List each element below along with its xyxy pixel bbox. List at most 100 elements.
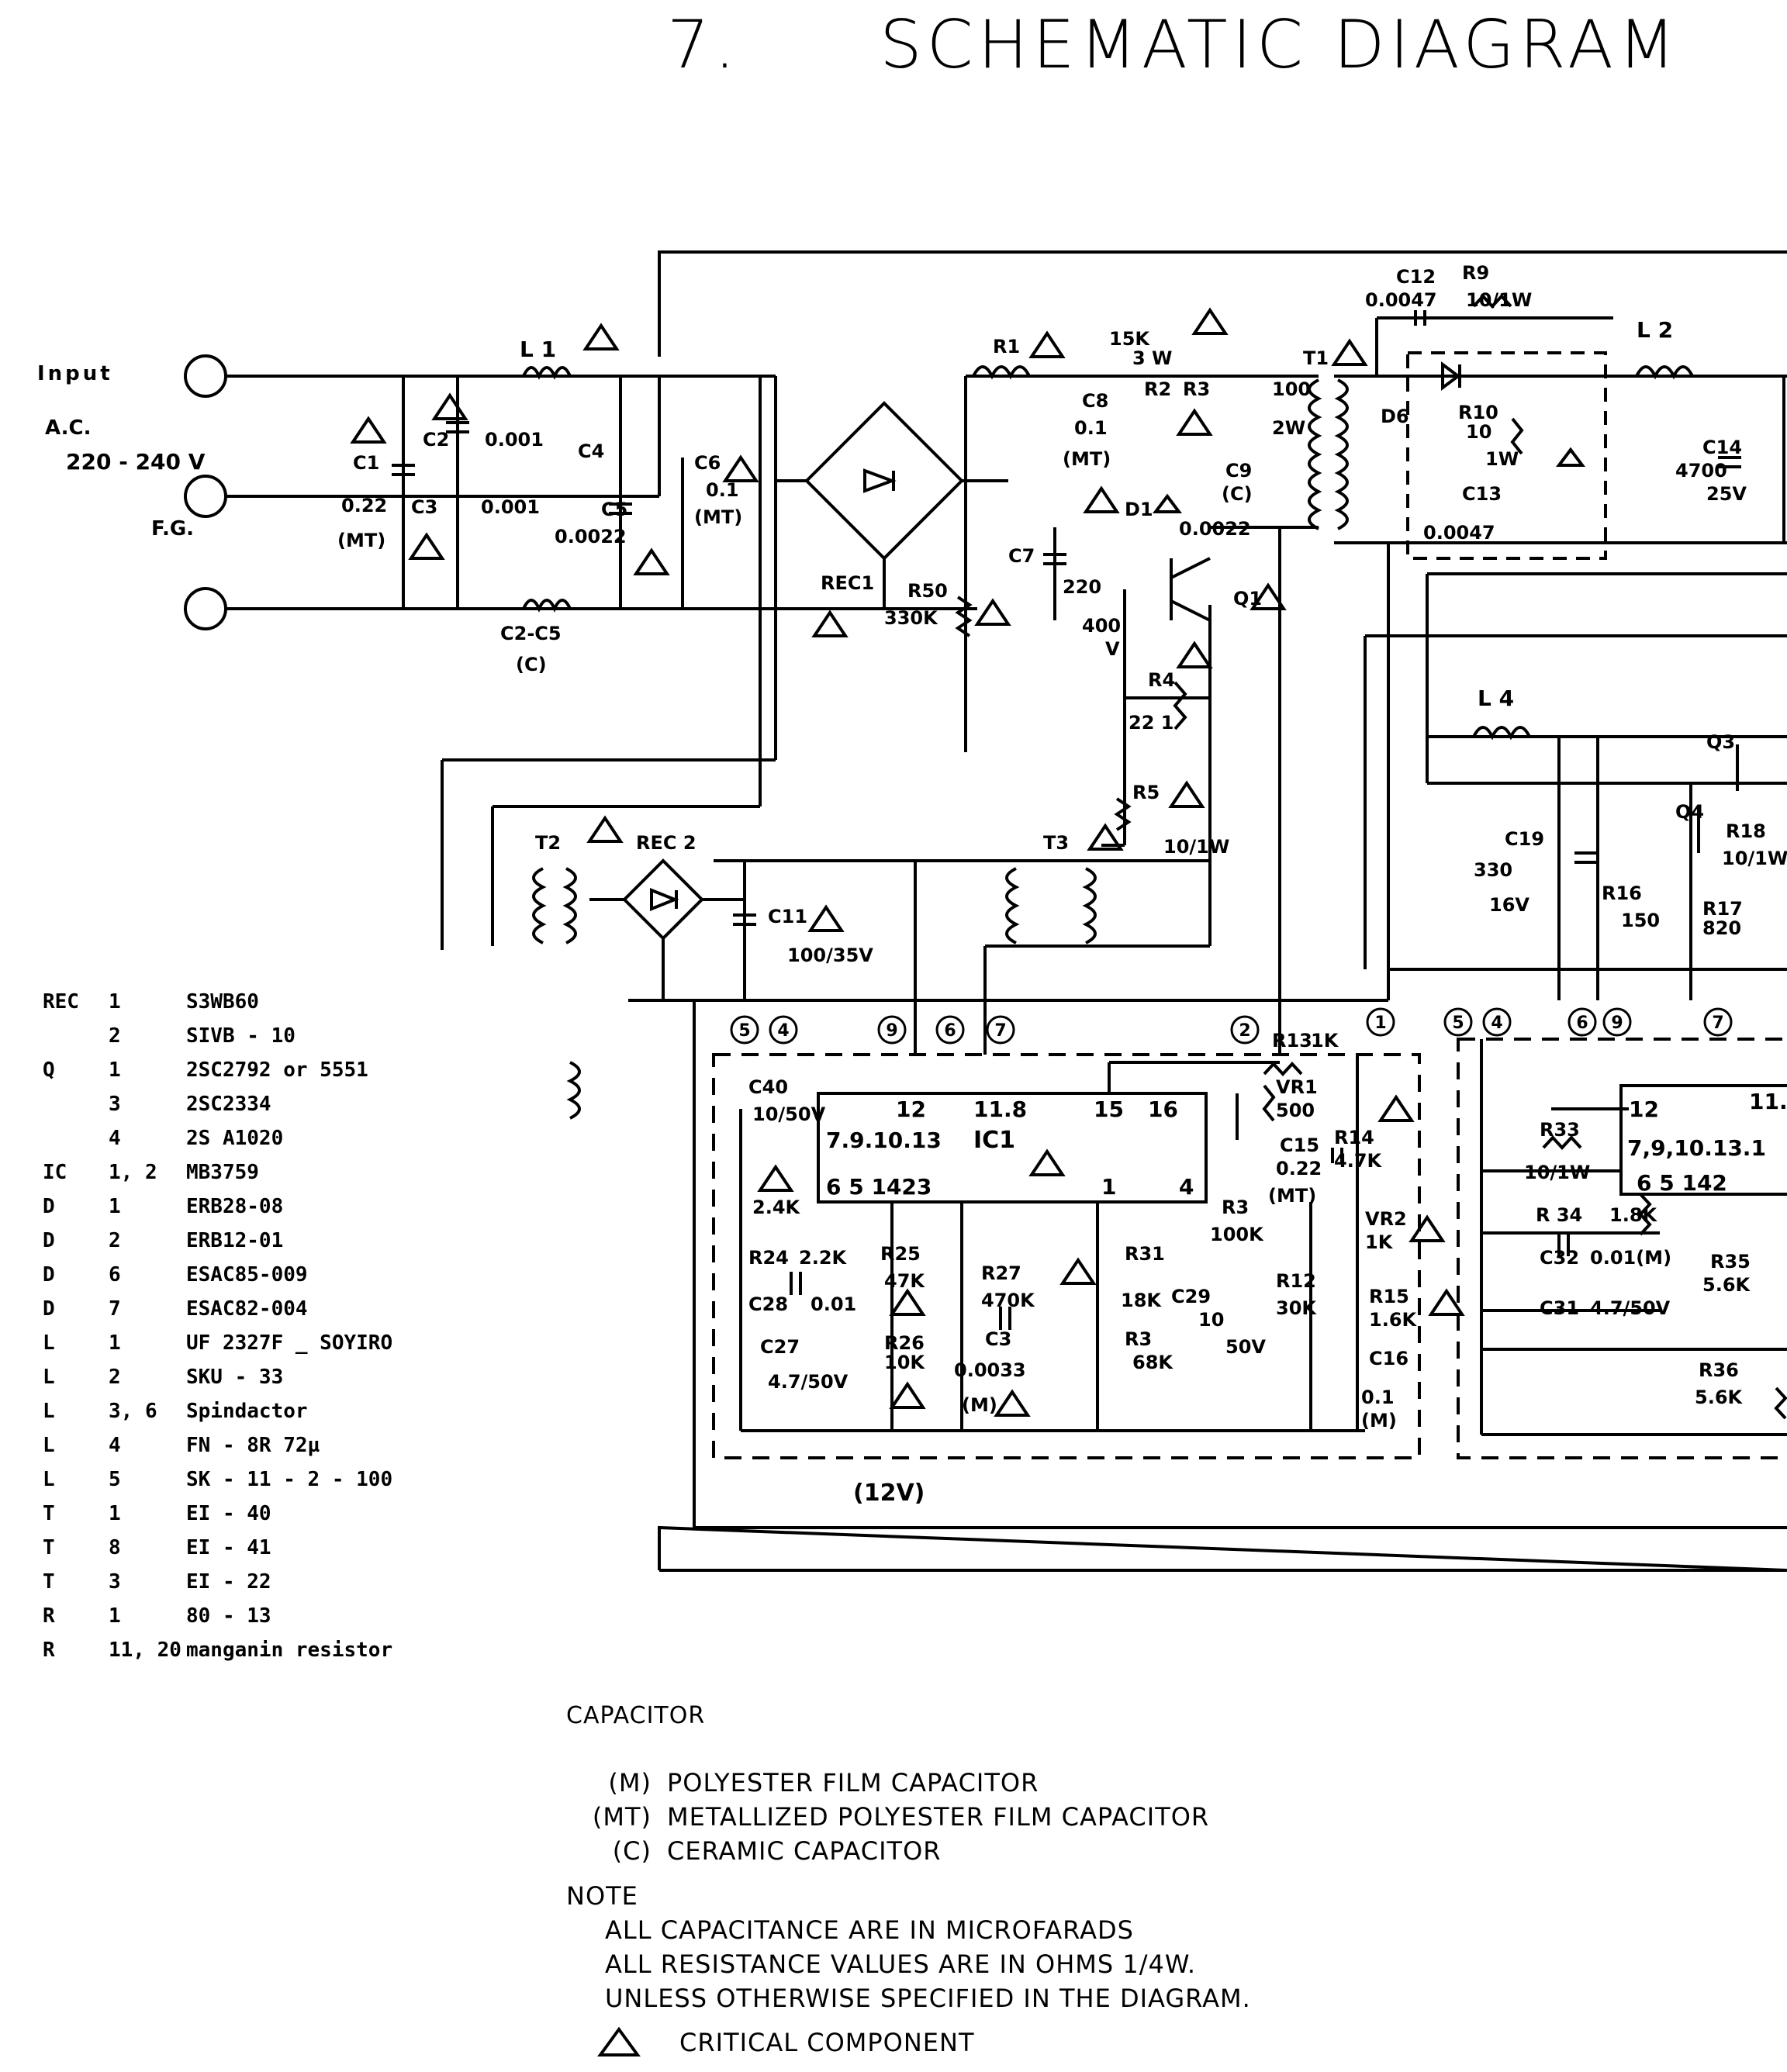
part-number: 3: [109, 1570, 121, 1594]
title-number: 7.: [667, 6, 741, 84]
r15-label: R15: [1369, 1286, 1409, 1307]
part-type: D: [43, 1263, 55, 1286]
r1-label: R1: [993, 336, 1020, 357]
capacitor-type-row: (M)POLYESTER FILM CAPACITOR: [566, 1768, 1497, 1802]
resistor-r10: [1510, 417, 1524, 455]
critical-icon: [1250, 582, 1287, 610]
c15-type: (MT): [1268, 1185, 1316, 1207]
r10-watt: 1W: [1485, 448, 1519, 470]
c1-value: 0.22: [341, 495, 387, 516]
part-number: 1: [109, 990, 121, 1014]
transformer-t2-primary: [532, 867, 547, 944]
part-type: L: [43, 1331, 55, 1355]
resistor-r13: [1263, 1062, 1303, 1076]
critical-icon: [1083, 485, 1120, 513]
c7-value: 220: [1063, 576, 1101, 598]
c3b-type: (M): [962, 1394, 997, 1416]
r12-value: 30K: [1276, 1297, 1317, 1319]
node-number: 4: [777, 1021, 789, 1041]
critical-icon: [582, 323, 620, 351]
capacitor-type-row: (MT) METALLIZED POLYESTER FILM CAPACITOR: [566, 1802, 1497, 1836]
resistor-r5: [1114, 797, 1132, 831]
critical-icon: [889, 1288, 926, 1316]
c40-value: 10/50V: [752, 1103, 826, 1125]
part-number: 8: [109, 1536, 121, 1559]
ic2-pins-bottom: 6 5 142: [1637, 1170, 1727, 1196]
r26-label: R26: [884, 1332, 925, 1354]
c9-value: 0.0022: [1179, 518, 1251, 540]
r25-value: 47K: [884, 1270, 925, 1292]
part-number: 1: [109, 1058, 121, 1082]
part-number: 7: [109, 1297, 121, 1321]
critical-icon: [1028, 1148, 1066, 1176]
r9-value: 10/1W: [1466, 289, 1532, 311]
r24-label: R24: [748, 1247, 789, 1269]
capacitor-description: POLYESTER FILM CAPACITOR: [667, 1768, 1039, 1797]
c32-value: 0.01(M): [1590, 1247, 1671, 1269]
capacitor-description: METALLIZED POLYESTER FILM CAPACITOR: [667, 1802, 1210, 1832]
r9-label: R9: [1462, 262, 1489, 284]
part-number: 1: [109, 1331, 121, 1355]
node-number: 9: [1611, 1014, 1623, 1033]
note-line: ALL RESISTANCE VALUES ARE IN OHMS 1/4W.: [605, 1949, 1196, 1979]
c31-value: 4.7/50V: [1590, 1297, 1671, 1319]
c29-label: C29: [1171, 1286, 1211, 1307]
r18-label: R18: [1726, 820, 1766, 842]
part-type: R: [43, 1639, 55, 1662]
transformer-t2-secondary: [562, 867, 577, 944]
r10-label: R10: [1458, 402, 1498, 423]
r3-watt: 2W: [1272, 417, 1305, 439]
r24-value-b: 2.2K: [799, 1247, 848, 1269]
c11-label: C11: [768, 906, 807, 927]
r35-value: 5.6K: [1702, 1274, 1751, 1296]
d1-label: D1: [1125, 499, 1153, 520]
r33-value: 10/1W: [1524, 1162, 1590, 1183]
coils: [522, 365, 1694, 1120]
capacitor-types: (M)POLYESTER FILM CAPACITOR(MT) METALLIZE…: [566, 1768, 1497, 1870]
part-value: 80 - 13: [186, 1604, 271, 1628]
t2-label: T2: [535, 832, 561, 854]
c16-label: C16: [1369, 1348, 1409, 1369]
thermistor-r1: [972, 365, 1031, 380]
part-type: T: [43, 1502, 55, 1525]
part-value: Spindactor: [186, 1400, 308, 1423]
r14-value: 4.7K: [1334, 1150, 1383, 1172]
capacitors: [392, 310, 1741, 1330]
r36-value: 5.6K: [1695, 1387, 1744, 1408]
t1-secondary-box: [1406, 351, 1607, 560]
r3c-value: 68K: [1132, 1352, 1173, 1373]
critical-icon: [1059, 1257, 1097, 1285]
part-number: 11, 20: [109, 1639, 181, 1662]
critical-icon: [633, 547, 670, 575]
c13-label: C13: [1462, 483, 1502, 505]
part-type: L: [43, 1434, 55, 1457]
capacitor-code: (MT): [592, 1802, 652, 1832]
critical-icon: [1176, 641, 1213, 668]
input-label: Input: [37, 362, 113, 385]
ic1-pin-1: 1: [1101, 1174, 1116, 1200]
critical-icon: [974, 598, 1011, 626]
vr1-label: VR1: [1276, 1076, 1318, 1098]
c9-type: (C): [1222, 483, 1253, 505]
inductor-l2: [1635, 365, 1694, 380]
note-line: ALL CAPACITANCE ARE IN MICROFARADS: [605, 1915, 1134, 1945]
inductor-l1: [522, 366, 572, 380]
node-number: 5: [1452, 1014, 1464, 1033]
resistor-r50: [955, 596, 973, 637]
ic1-pin-4: 4: [1179, 1174, 1194, 1200]
r15-value: 1.6K: [1369, 1309, 1418, 1331]
part-number: 4: [109, 1434, 121, 1457]
transformer-t3-secondary: [1082, 867, 1097, 944]
r10-value: 10: [1466, 421, 1491, 443]
l2-label: L 2: [1637, 317, 1673, 343]
critical-legend: CRITICAL COMPONENT: [566, 2027, 1497, 2058]
c5-value: 0.0022: [555, 526, 627, 547]
part-number: 3, 6: [109, 1400, 157, 1423]
critical-icon: [811, 610, 849, 637]
